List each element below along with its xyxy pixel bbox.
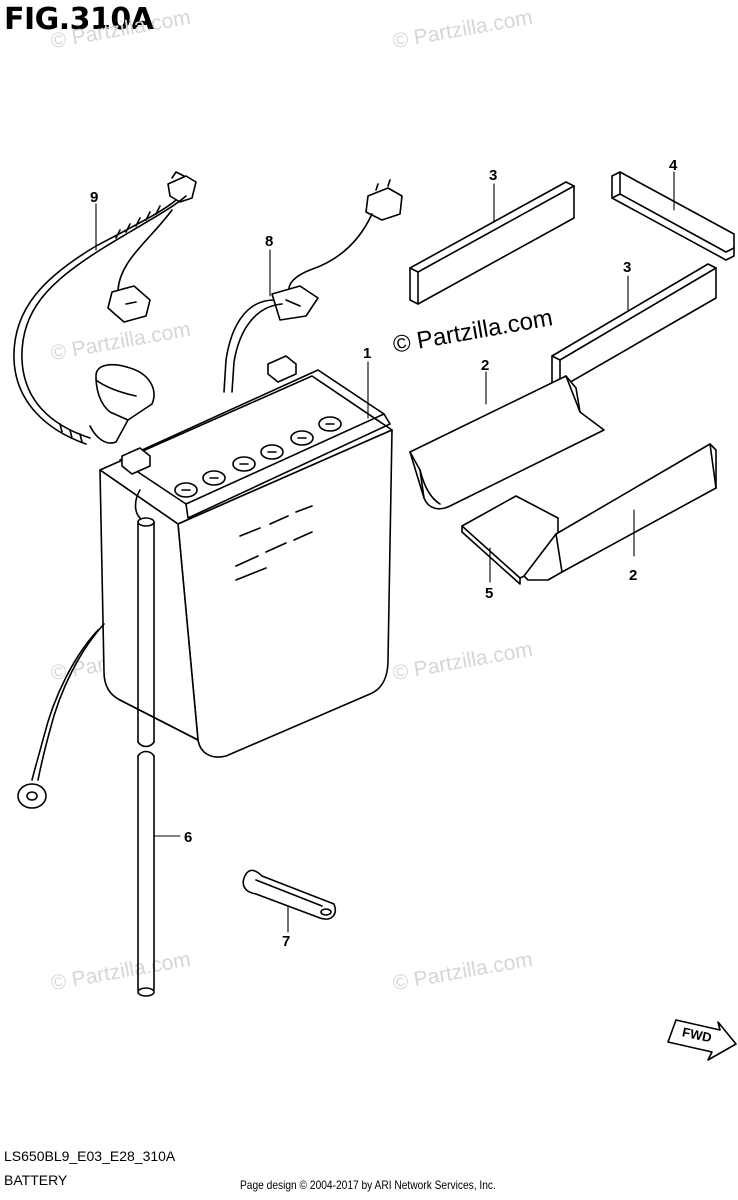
part-1-battery[interactable] <box>99 355 393 758</box>
copyright-notice: Page design © 2004-2017 by ARI Network S… <box>240 1178 496 1192</box>
figure-title: FIG.310A <box>4 2 154 37</box>
callout-6: 6 <box>184 829 192 846</box>
part-3-pad-lower[interactable] <box>551 263 717 389</box>
callout-8: 8 <box>265 233 273 250</box>
section-name: BATTERY <box>4 1172 68 1188</box>
part-6-vent-tube[interactable] <box>134 489 155 997</box>
callout-7: 7 <box>282 933 290 950</box>
callout-5: 5 <box>485 585 493 602</box>
model-code: LS650BL9_E03_E28_310A <box>4 1148 176 1164</box>
part-3-pad-upper[interactable] <box>409 181 575 305</box>
part-4-pad[interactable] <box>611 171 735 261</box>
callout-3-upper: 3 <box>489 167 497 184</box>
ground-cable[interactable] <box>17 623 105 809</box>
callout-9: 9 <box>90 189 98 206</box>
part-2-holder-lower[interactable] <box>523 443 717 581</box>
fwd-label: FWD <box>681 1024 713 1045</box>
leader-lines <box>95 171 675 933</box>
callout-3-lower: 3 <box>623 259 631 276</box>
callout-2-lower: 2 <box>629 567 637 584</box>
callout-1: 1 <box>363 345 371 362</box>
part-2-holder-upper[interactable] <box>409 375 605 510</box>
fwd-arrow: FWD <box>667 1019 737 1061</box>
part-9-battery-cable[interactable] <box>13 171 197 445</box>
part-7-clamp[interactable] <box>242 869 336 920</box>
callout-labels: 1 2 2 3 3 4 5 6 7 8 9 <box>90 157 678 950</box>
part-8-wire[interactable] <box>223 179 403 393</box>
callout-2-upper: 2 <box>481 357 489 374</box>
battery-exploded-diagram: 1 2 2 3 3 4 5 6 7 8 9 FWD <box>13 157 737 1061</box>
callout-4: 4 <box>669 157 678 174</box>
